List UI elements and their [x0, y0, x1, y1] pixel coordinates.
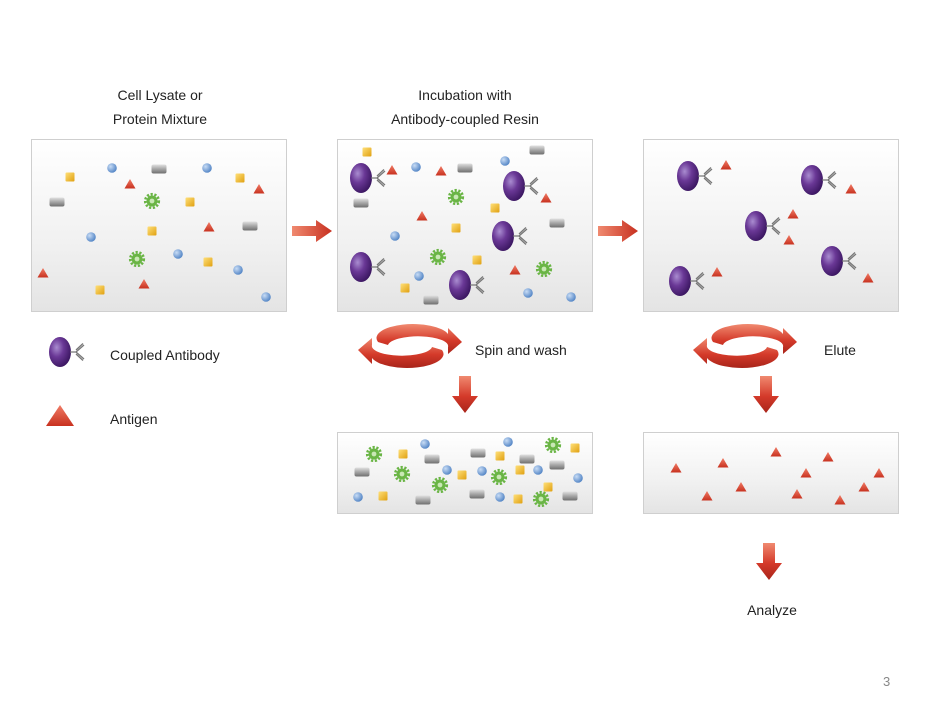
- incubation-title-line1: Incubation with: [418, 87, 512, 103]
- arrow-to-incubation: [292, 220, 332, 242]
- spin-wash-arrows: [358, 324, 462, 368]
- lysate-title: Cell Lysate or Protein Mixture: [70, 87, 250, 128]
- eluate-panel: [643, 432, 899, 514]
- arrow-to-bound: [598, 220, 638, 242]
- lysate-title-line1: Cell Lysate or: [117, 87, 203, 103]
- elute-label: Elute: [824, 342, 856, 358]
- legend-antibody-icon: [48, 336, 85, 368]
- incubation-contents: [349, 145, 576, 305]
- analyze-label: Analyze: [747, 602, 797, 618]
- legend-antigen: Antigen: [110, 411, 158, 427]
- legend-coupled-antibody: Coupled Antibody: [110, 347, 220, 363]
- down-arrow-elute: [753, 376, 779, 413]
- lysate-contents: [37, 163, 271, 302]
- lysate-title-line2: Protein Mixture: [112, 110, 208, 127]
- spin-wash-label: Spin and wash: [475, 342, 567, 358]
- down-arrow-wash: [452, 376, 478, 413]
- eluate-contents: [670, 447, 885, 505]
- wash-contents: [353, 436, 583, 508]
- elute-spin-arrows: [693, 324, 797, 368]
- bound-contents: [668, 160, 874, 297]
- page-number: 3: [883, 674, 891, 689]
- legend-antigen-icon: [46, 405, 74, 426]
- down-arrow-analyze: [756, 543, 782, 580]
- incubation-title-line2: Antibody-coupled Resin: [391, 110, 539, 127]
- incubation-title: Incubation with Antibody-coupled Resin: [365, 87, 565, 128]
